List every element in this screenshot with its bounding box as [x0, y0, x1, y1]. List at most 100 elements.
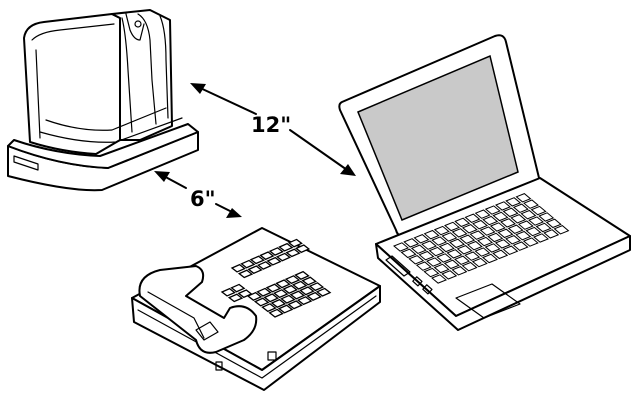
laptop-key: [474, 247, 491, 257]
laptop-key: [500, 218, 516, 228]
laptop-key: [510, 214, 527, 224]
laptop-key: [443, 259, 460, 270]
phone-dial-key: [291, 280, 308, 290]
laptop-key: [538, 212, 555, 222]
phone-dial-key: [301, 276, 317, 286]
laptop-key: [507, 224, 524, 234]
laptop-key: [403, 238, 420, 248]
distance-label-laptop: 12": [251, 113, 291, 137]
laptop-key: [441, 270, 458, 280]
laptop-key: [433, 225, 450, 236]
laptop-key: [530, 205, 547, 216]
laptop-key: [472, 219, 488, 230]
laptop-key: [415, 261, 432, 271]
laptop-key: [461, 261, 478, 272]
laptop-key: [512, 203, 529, 213]
phone-keypad: [220, 238, 332, 318]
laptop-key: [525, 226, 542, 237]
laptop-key: [400, 248, 417, 259]
laptop-key: [502, 207, 519, 218]
laptop-key: [474, 209, 491, 219]
laptop-key: [431, 236, 448, 246]
laptop-key: [459, 234, 476, 244]
laptop-key: [484, 205, 501, 215]
phone-dial-key: [270, 298, 287, 308]
phone-dial-key: [296, 296, 313, 306]
laptop-key: [479, 226, 496, 236]
phone-dial-key: [265, 283, 282, 293]
laptop-key: [456, 245, 473, 255]
phone-dial-key: [253, 297, 270, 307]
laptop-key: [471, 257, 488, 268]
laptop-key: [528, 216, 544, 226]
laptop-key: [466, 240, 483, 251]
laptop-key: [441, 232, 458, 242]
headset-base-icon: [7, 9, 199, 192]
laptop-key: [464, 213, 481, 223]
laptop-key: [449, 238, 465, 249]
phone-function-key: [278, 242, 294, 252]
laptop-key: [421, 240, 437, 250]
laptop-key: [495, 201, 511, 211]
phone-function-key: [275, 252, 292, 262]
laptop-key: [410, 244, 427, 254]
laptop-key: [505, 197, 522, 207]
laptop-key: [451, 228, 468, 238]
laptop-key: [492, 249, 509, 260]
phone-function-key: [230, 263, 246, 273]
phone-dial-key: [275, 279, 291, 289]
phone-dial-key: [306, 291, 322, 301]
phone-dial-key: [308, 282, 325, 292]
laptop-key: [438, 242, 455, 253]
laptop-key: [492, 211, 509, 222]
laptop-key: [484, 243, 501, 253]
laptop-key: [426, 257, 442, 267]
laptop-key: [436, 253, 453, 263]
phone-nav-key: [227, 293, 244, 303]
laptop-key: [533, 233, 549, 243]
laptop-key: [446, 249, 463, 259]
laptop-key: [423, 229, 440, 240]
phone-dial-key: [272, 289, 289, 299]
laptop-key: [408, 255, 425, 265]
laptop-key: [451, 266, 468, 276]
laptop-key: [433, 263, 450, 274]
laptop-key: [523, 199, 539, 209]
laptop-icon: [338, 34, 631, 331]
laptop-key: [482, 215, 499, 226]
laptop-key: [454, 217, 471, 228]
phone-nav-key: [230, 283, 246, 293]
laptop-key: [393, 242, 409, 252]
laptop-key: [431, 274, 447, 284]
laptop-keyboard: [393, 193, 570, 284]
phone-function-key: [249, 255, 265, 265]
distance-label-phone: 6": [190, 187, 216, 211]
desk-phone-icon: [131, 227, 381, 391]
phone-function-key: [268, 247, 284, 256]
laptop-key: [505, 235, 521, 245]
phone-nav-key: [220, 287, 236, 297]
phone-dial-key: [315, 287, 332, 297]
laptop-key: [515, 230, 532, 241]
laptop-key: [553, 225, 570, 235]
laptop-key: [512, 241, 529, 251]
phone-dial-key: [282, 284, 298, 294]
laptop-key: [535, 222, 552, 233]
laptop-key: [428, 246, 445, 257]
double-arrow-icon: [154, 83, 356, 218]
phone-dial-key: [263, 293, 279, 303]
laptop-key: [522, 237, 539, 247]
phone-nav-key: [237, 289, 253, 299]
phone-dial-key: [289, 290, 306, 300]
phone-function-key: [287, 238, 303, 248]
phone-dial-key: [268, 308, 284, 318]
phone-dial-key: [261, 303, 277, 313]
phone-function-key: [240, 259, 256, 269]
phone-dial-key: [284, 275, 301, 285]
laptop-key: [418, 250, 435, 261]
phone-dial-key: [299, 286, 315, 296]
phone-dial-key: [256, 287, 272, 297]
laptop-key: [502, 245, 519, 255]
laptop-key: [489, 222, 506, 232]
laptop-key: [461, 224, 478, 234]
